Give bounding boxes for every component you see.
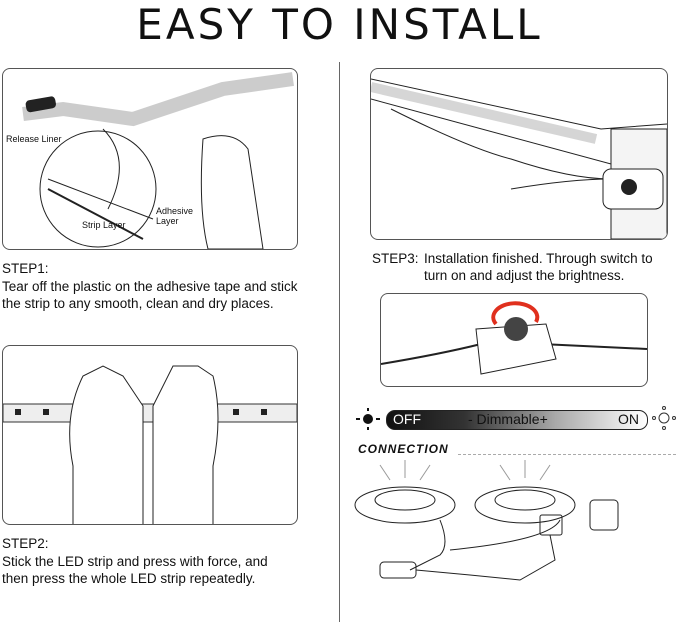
- dimmer-off: OFF: [393, 411, 421, 427]
- switch-closeup: [380, 293, 648, 387]
- step3-heading: STEP3:: [372, 251, 419, 266]
- step1-text-1: Tear off the plastic on the adhesive tap…: [2, 279, 298, 294]
- step3-text-2: turn on and adjust the brightness.: [424, 268, 625, 283]
- step2-illustration: [2, 345, 298, 525]
- step3-text-1: Installation finished. Through switch to: [424, 251, 653, 266]
- sun-light-icon: [652, 406, 676, 430]
- step1-illustration: [2, 68, 298, 250]
- peel-illustration: [22, 72, 294, 249]
- dimmer-switch-illustration: [381, 301, 647, 375]
- sun-dark-icon: [356, 408, 380, 430]
- step1-text-2: the strip to any smooth, clean and dry p…: [2, 296, 274, 311]
- dimmer-label: - Dimmable+: [468, 411, 548, 427]
- installed-illustration: [371, 78, 667, 239]
- dimmer-bar: [386, 410, 648, 430]
- press-illustration: [3, 365, 297, 524]
- layer-label: Layer: [156, 216, 179, 226]
- step3-illustration: [370, 68, 668, 240]
- strip-layer-label: Strip Layer: [82, 220, 126, 230]
- page-title: EASY TO INSTALL: [136, 0, 543, 49]
- adhesive-label: Adhesive: [156, 206, 194, 216]
- step2-text-1: Stick the LED strip and press with force…: [2, 554, 268, 569]
- connection-rule: [458, 454, 676, 455]
- connection-heading: CONNECTION: [358, 442, 449, 456]
- step2-heading: STEP2:: [2, 536, 49, 551]
- step1-heading: STEP1:: [2, 261, 49, 276]
- led-reel-2: [474, 486, 576, 524]
- connection-diagram: [354, 460, 619, 581]
- wall-outlet: [589, 499, 619, 531]
- divider: [339, 62, 340, 622]
- release-liner-label: Release Liner: [6, 134, 62, 144]
- led-reel-1: [354, 486, 456, 524]
- step2-text-2: then press the whole LED strip repeatedl…: [2, 571, 256, 586]
- power-adapter: [539, 514, 563, 536]
- dimmer-on: ON: [618, 411, 639, 427]
